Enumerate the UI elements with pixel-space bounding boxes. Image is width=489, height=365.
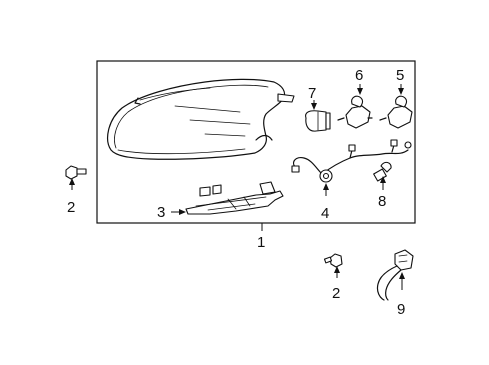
- assembly-frame: [96, 60, 416, 224]
- callout-3-label: 3: [157, 204, 165, 221]
- wiring-harness: [291, 139, 412, 196]
- callout-5-label: 5: [396, 67, 404, 84]
- bolt-bottom: [323, 253, 343, 278]
- callout-2-left-label: 2: [67, 199, 75, 216]
- callout-4-label: 4: [321, 205, 329, 222]
- socket-wire: [376, 249, 414, 301]
- callout-1-label: 1: [257, 234, 265, 251]
- bulb-turn: [305, 100, 331, 132]
- bracket: [185, 181, 284, 215]
- callout-1: 1: [257, 223, 265, 251]
- callout-9-label: 9: [397, 301, 405, 318]
- bulb-side-marker: [373, 161, 392, 190]
- bulb-low: [337, 84, 373, 129]
- callout-7-label: 7: [308, 85, 316, 102]
- bulb-high: [379, 84, 413, 129]
- bolt-left: [65, 165, 87, 190]
- callout-2-bottom-label: 2: [332, 285, 340, 302]
- headlamp-lens: [107, 78, 295, 160]
- callout-6-label: 6: [355, 67, 363, 84]
- callout-3: 3: [157, 204, 186, 221]
- callout-8-label: 8: [378, 193, 386, 210]
